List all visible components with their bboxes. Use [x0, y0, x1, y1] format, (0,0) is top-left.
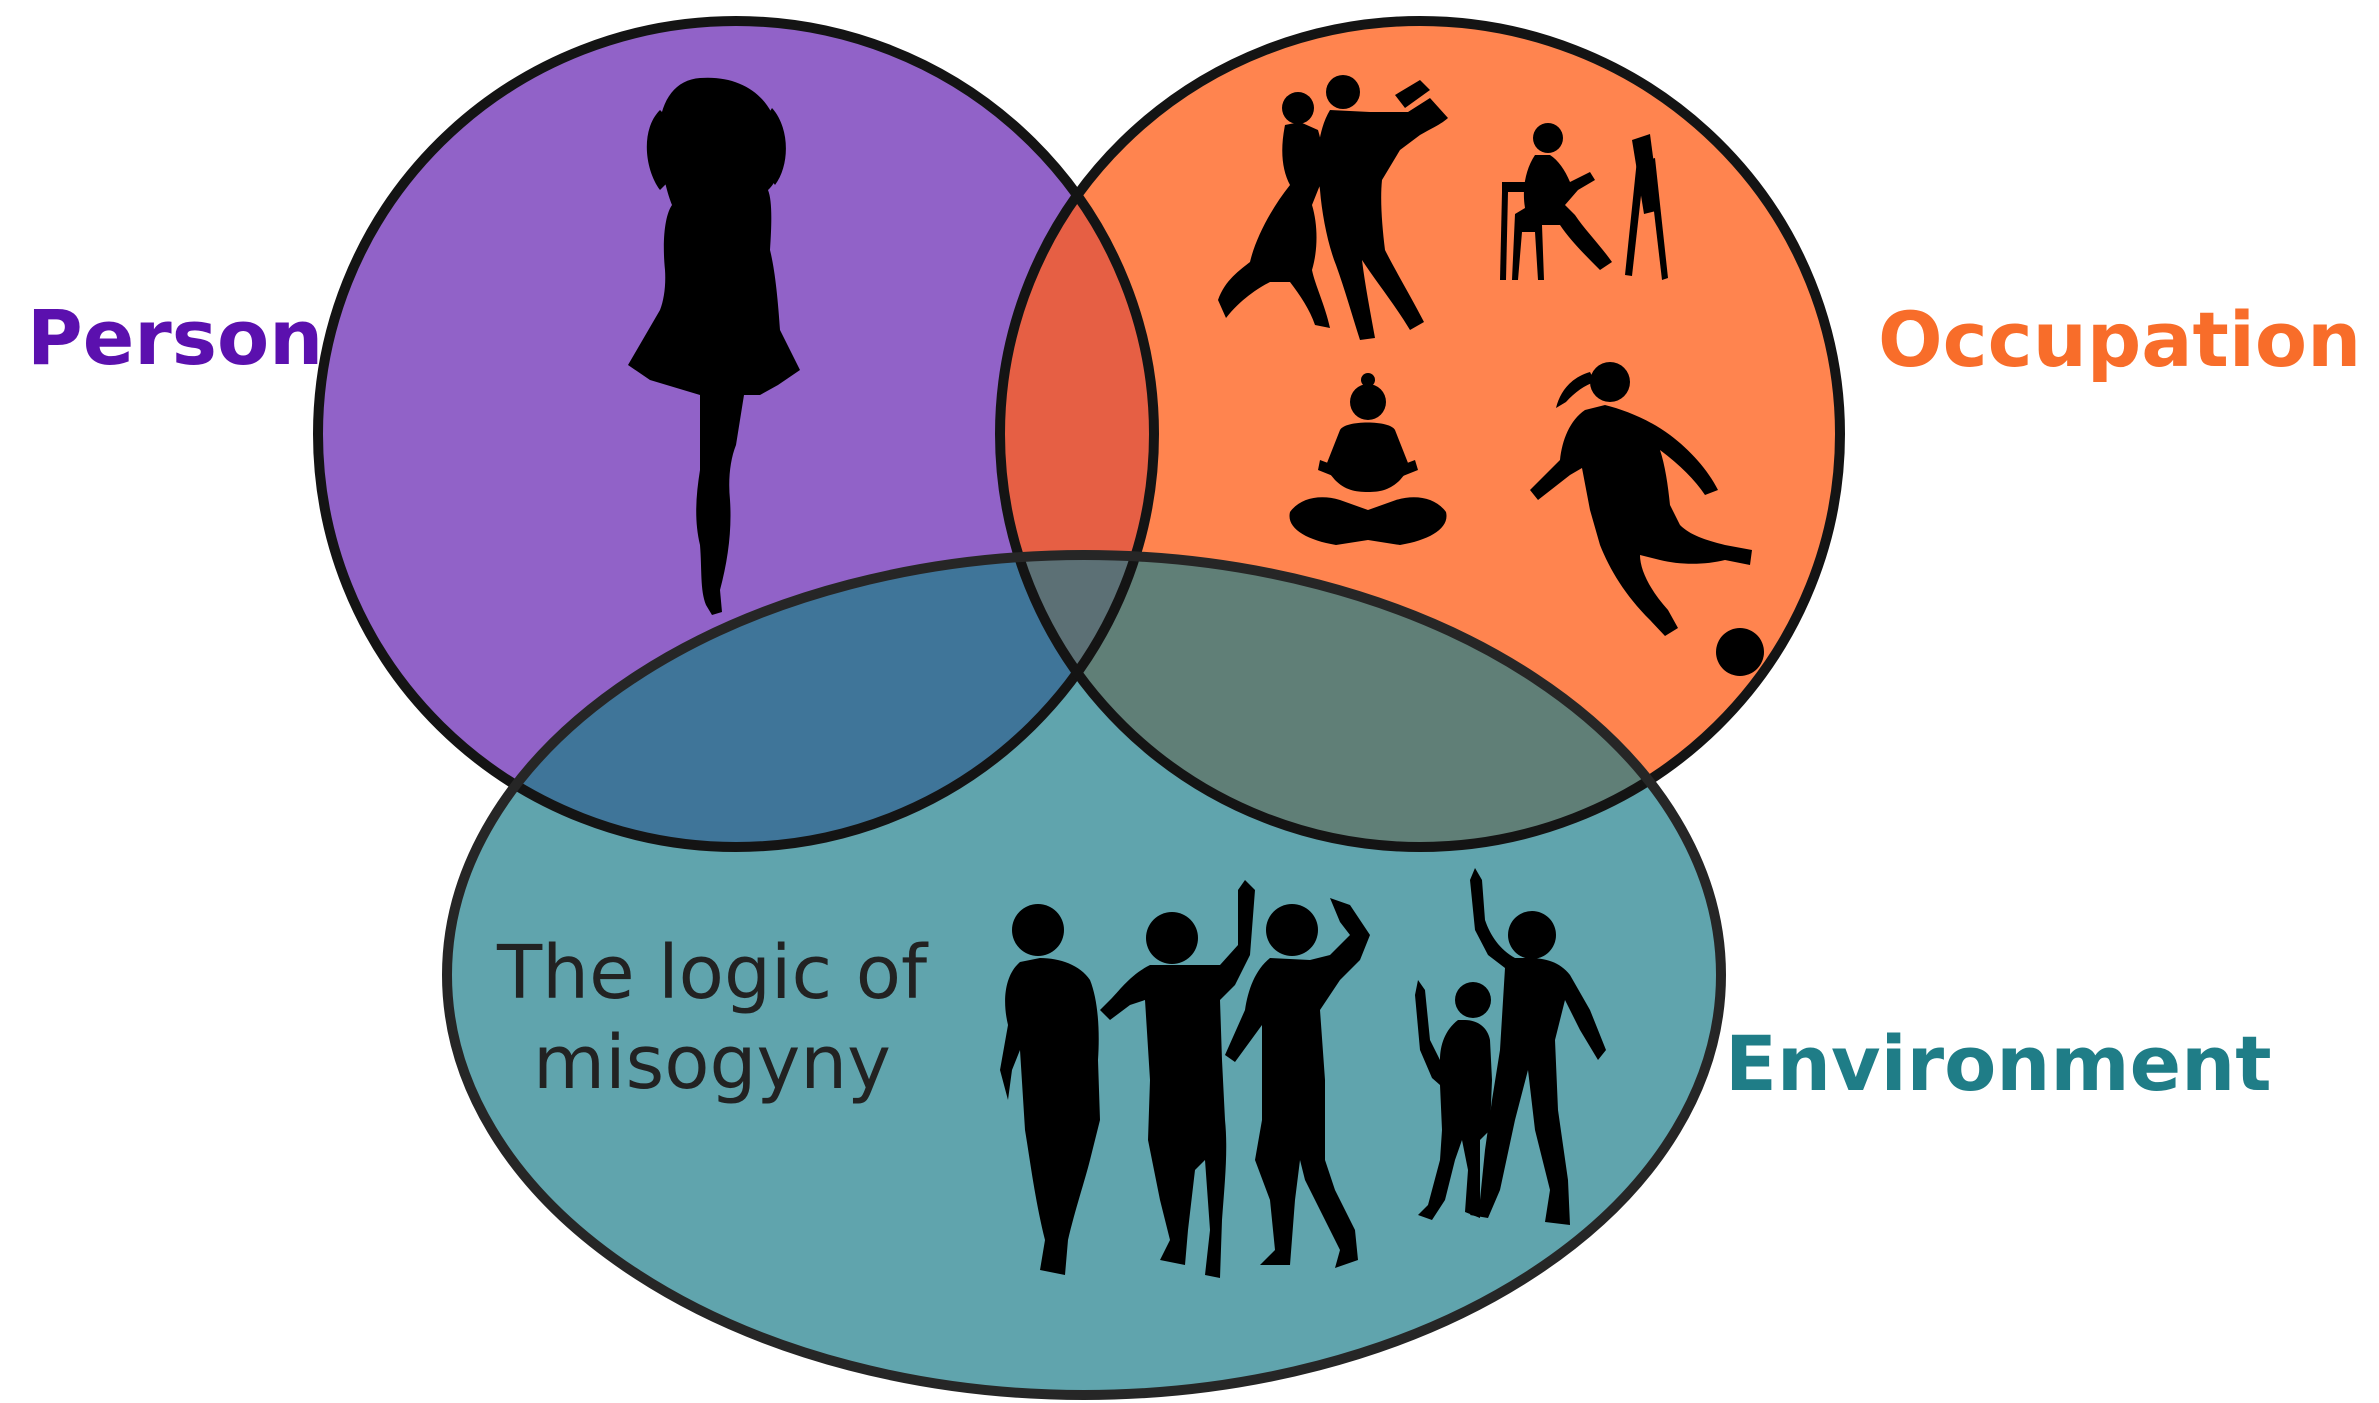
group-of-boys-pointing-up-icon	[1000, 868, 1606, 1278]
center-text-line-1: The logic of	[496, 930, 929, 1016]
circle-outlines	[313, 16, 1845, 1400]
center-text-line-2: misogyny	[533, 1020, 891, 1106]
person-environment-overlap	[447, 555, 1154, 847]
dancing-couple-icon	[1218, 75, 1448, 340]
soccer-player-icon	[1530, 362, 1764, 676]
occupation-label: Occupation	[1878, 295, 2361, 384]
environment-label: Environment	[1725, 1019, 2272, 1108]
occupation-environment-overlap	[1000, 555, 1721, 847]
person-label: Person	[27, 293, 323, 382]
painter-at-easel-icon	[1500, 123, 1668, 280]
woman-in-dress-icon	[628, 77, 800, 615]
woman-reading-icon	[1289, 373, 1447, 545]
